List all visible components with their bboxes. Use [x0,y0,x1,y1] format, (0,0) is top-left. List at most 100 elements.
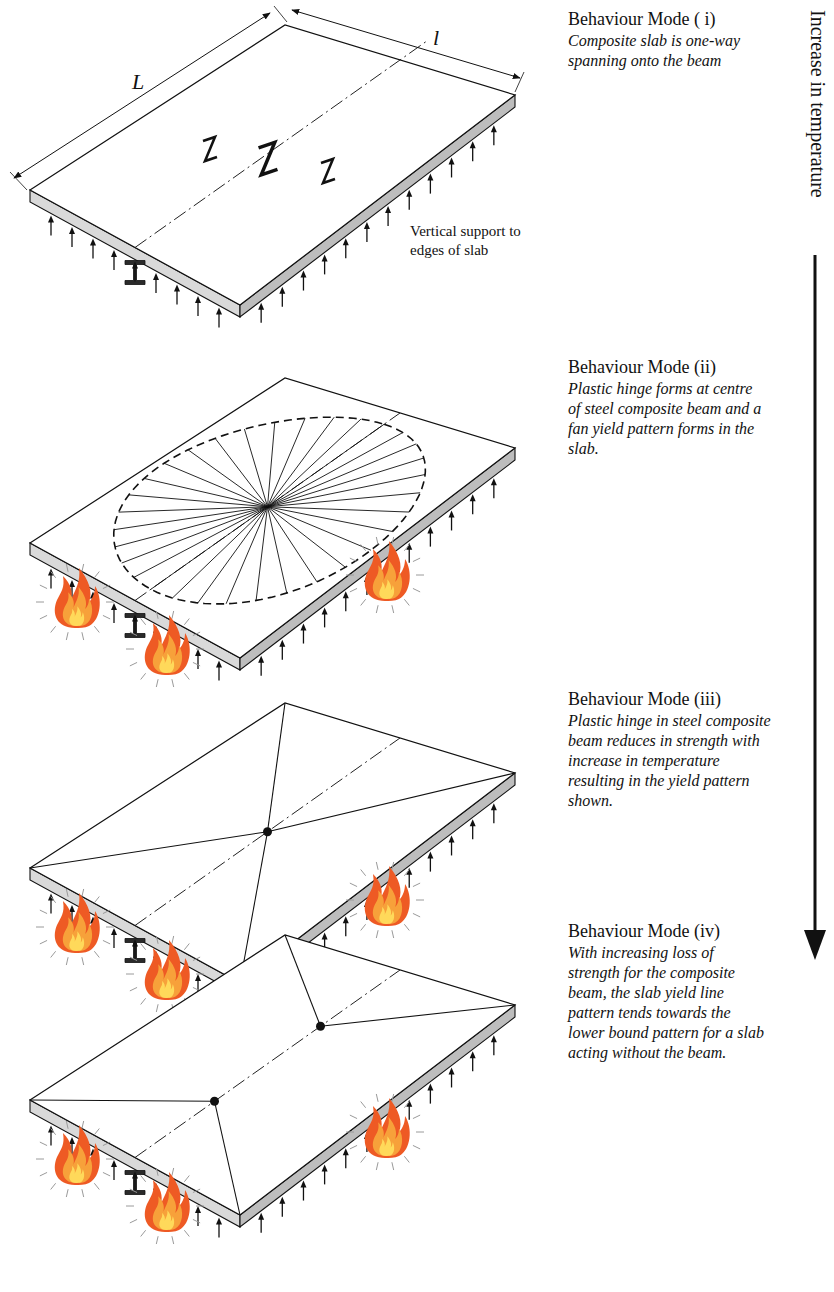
slab-top-face [30,25,515,305]
flame-middle [153,634,182,673]
mode-heading: Behaviour Mode (iv) [568,920,720,942]
support-arrow-shaft [493,131,494,145]
fire-ray [361,870,366,876]
fire-ray [413,588,420,591]
fan-yield-line [268,507,317,582]
support-arrow-head [322,932,328,939]
fan-yield-line [151,507,268,590]
support-arrow-head [470,1051,476,1058]
fire-ray [82,1189,84,1197]
flame-core [69,931,84,951]
fire-ray [416,900,424,901]
extension-line [274,6,287,22]
support-arrow-shaft [493,809,494,823]
fan-yield-line [119,507,268,512]
support-arrow-shaft [430,180,431,194]
fire-ray [40,940,47,943]
fire-ray [172,1236,174,1244]
slab-top-face [30,703,515,983]
fire-ray [196,974,204,975]
fire-ray [346,575,354,576]
fire-ray [103,910,110,913]
flame-outer [145,1172,190,1232]
support-arrow-head [364,222,370,229]
support-arrow-shaft [261,309,262,323]
beam-centreline [135,970,400,1158]
fire-ray [193,957,200,960]
support-arrow-head [449,1067,455,1074]
fire-ray [40,615,47,618]
fire-ray [376,605,378,613]
fan-yield-line [114,507,267,530]
flame-outer [365,1098,410,1158]
support-arrow-head [195,974,201,981]
support-arrow-shaft [472,500,473,514]
fire-symbol [346,862,424,938]
support-arrow-head [322,1164,328,1171]
flame-middle [153,959,182,998]
support-arrow-head [406,868,412,875]
fire-ray [40,585,47,588]
support-arrow-head [322,607,328,614]
support-arrow-head [449,510,455,517]
support-arrow-head [491,125,497,132]
support-arrow-head [427,1084,433,1091]
slab-panel [10,6,524,328]
support-arrow-head [69,227,75,234]
fan-yield-line [198,507,268,603]
fire-ray [350,913,357,916]
support-arrow-head [132,262,138,269]
support-arrow-shaft [218,667,219,681]
flame-middle [373,560,402,599]
fire-ray [103,940,110,943]
flame-outer [365,541,410,601]
support-arrow-head [491,478,497,485]
support-arrow-shaft [134,1178,135,1192]
fire-ray [413,1115,420,1118]
flame-core [379,579,394,599]
support-arrow-head [427,852,433,859]
fire-ray [66,1189,68,1197]
fire-ray [346,1132,354,1133]
support-arrow-head [48,216,54,223]
support-arrow-head [174,285,180,292]
one-way-span-symbol [321,159,335,183]
support-arrow-head [427,527,433,534]
fire-symbol [346,1094,424,1170]
fire-ray [40,910,47,913]
support-arrow-shaft [366,228,367,242]
fire-ray [416,575,424,576]
fire-ray [172,611,174,619]
fire-ray [36,927,44,928]
yield-line [215,1101,241,1215]
fire-ray [51,572,56,578]
fire-ray [184,619,189,625]
flame-core [159,653,174,673]
flame-middle [63,1144,92,1183]
dimension-line [14,13,270,178]
flame-middle [63,912,92,951]
fire-ray [361,599,366,605]
fire-ray [404,870,409,876]
fire-ray [413,883,420,886]
fan-yield-line [268,507,287,593]
fire-ray [392,537,394,545]
fire-ray [404,1156,409,1162]
fire-ray [36,1159,44,1160]
mode-heading: Behaviour Mode (ii) [568,356,716,378]
fire-ray [361,545,366,551]
support-arrow-head [427,174,433,181]
support-arrow-head [406,543,412,550]
fire-ray [106,927,114,928]
support-arrow-shaft [345,1154,346,1168]
flame-outer [55,893,100,953]
support-arrow-head [406,190,412,197]
support-arrow-shaft [451,516,452,530]
fire-ray [94,626,99,632]
support-arrow-shaft [218,1224,219,1238]
support-arrow-shaft [472,825,473,839]
support-arrow-shaft [409,196,410,210]
fire-symbol [36,1121,114,1197]
flame-outer [145,615,190,675]
fan-yield-line [268,458,424,507]
